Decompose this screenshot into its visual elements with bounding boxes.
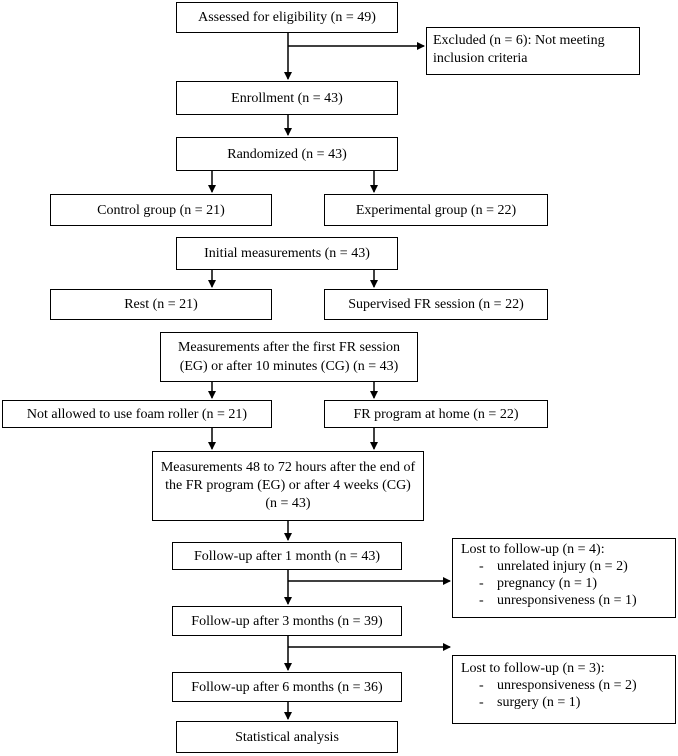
lost-2-item-text: unresponsiveness (n = 2) (497, 678, 637, 693)
measurements-48-72-text: Measurements 48 to 72 hours after the en… (160, 460, 416, 511)
lost-1-item-text: unrelated injury (n = 2) (497, 559, 628, 574)
bullet-dash: - (479, 695, 484, 710)
lost-followup-2-box: Lost to follow-up (n = 3): -unresponsive… (452, 655, 676, 724)
not-allowed-foam-roller-text: Not allowed to use foam roller (n = 21) (26, 406, 248, 422)
supervised-fr-text: Supervised FR session (n = 22) (348, 297, 524, 312)
lost-2-item: -surgery (n = 1) (461, 694, 667, 711)
statistical-analysis-text: Statistical analysis (235, 729, 339, 745)
followup-3-months-text: Follow-up after 3 months (n = 39) (191, 613, 383, 629)
initial-measurements-text: Initial measurements (n = 43) (204, 246, 370, 261)
randomized-box: Randomized (n = 43) (176, 137, 398, 171)
followup-3-months-box: Follow-up after 3 months (n = 39) (172, 606, 402, 636)
lost-1-item-text: pregnancy (n = 1) (497, 576, 598, 591)
lost-1-item: -unrelated injury (n = 2) (461, 558, 667, 575)
lost-followup-1-box: Lost to follow-up (n = 4): -unrelated in… (452, 538, 676, 618)
excluded-text: Excluded (n = 6): Not meeting inclusion … (433, 33, 605, 66)
statistical-analysis-box: Statistical analysis (176, 721, 398, 753)
experimental-group-text: Experimental group (n = 22) (355, 202, 517, 218)
enrollment-box: Enrollment (n = 43) (176, 81, 398, 115)
assessed-box: Assessed for eligibility (n = 49) (176, 2, 398, 33)
randomized-text: Randomized (n = 43) (227, 146, 347, 162)
followup-1-month-text: Follow-up after 1 month (n = 43) (194, 548, 380, 564)
bullet-dash: - (479, 576, 484, 591)
lost-2-item: -unresponsiveness (n = 2) (461, 677, 667, 694)
enrollment-text: Enrollment (n = 43) (231, 90, 343, 106)
not-allowed-foam-roller-box: Not allowed to use foam roller (n = 21) (2, 400, 272, 428)
excluded-box: Excluded (n = 6): Not meeting inclusion … (426, 27, 640, 75)
fr-program-home-box: FR program at home (n = 22) (324, 400, 548, 428)
fr-program-home-text: FR program at home (n = 22) (353, 406, 519, 422)
rest-box: Rest (n = 21) (50, 289, 272, 320)
control-group-box: Control group (n = 21) (50, 194, 272, 226)
bullet-dash: - (479, 559, 484, 574)
followup-6-months-box: Follow-up after 6 months (n = 36) (172, 672, 402, 702)
measurements-48-72-box: Measurements 48 to 72 hours after the en… (152, 451, 424, 521)
lost-followup-1-title: Lost to follow-up (n = 4): (461, 542, 605, 557)
followup-6-months-text: Follow-up after 6 months (n = 36) (191, 679, 383, 695)
experimental-group-box: Experimental group (n = 22) (324, 194, 548, 226)
bullet-dash: - (479, 593, 484, 608)
lost-2-item-text: surgery (n = 1) (497, 695, 581, 710)
lost-1-item: -unresponsiveness (n = 1) (461, 592, 667, 609)
followup-1-month-box: Follow-up after 1 month (n = 43) (172, 542, 402, 570)
rest-text: Rest (n = 21) (124, 297, 198, 312)
initial-measurements-box: Initial measurements (n = 43) (176, 237, 398, 270)
supervised-fr-box: Supervised FR session (n = 22) (324, 289, 548, 320)
lost-followup-2-title: Lost to follow-up (n = 3): (461, 661, 605, 676)
measurements-first-session-box: Measurements after the first FR session … (160, 332, 418, 382)
control-group-text: Control group (n = 21) (97, 202, 225, 218)
assessed-text: Assessed for eligibility (n = 49) (198, 10, 376, 25)
measurements-first-session-text: Measurements after the first FR session … (177, 340, 400, 374)
lost-1-item-text: unresponsiveness (n = 1) (497, 593, 637, 608)
lost-1-item: -pregnancy (n = 1) (461, 575, 667, 592)
bullet-dash: - (479, 678, 484, 693)
